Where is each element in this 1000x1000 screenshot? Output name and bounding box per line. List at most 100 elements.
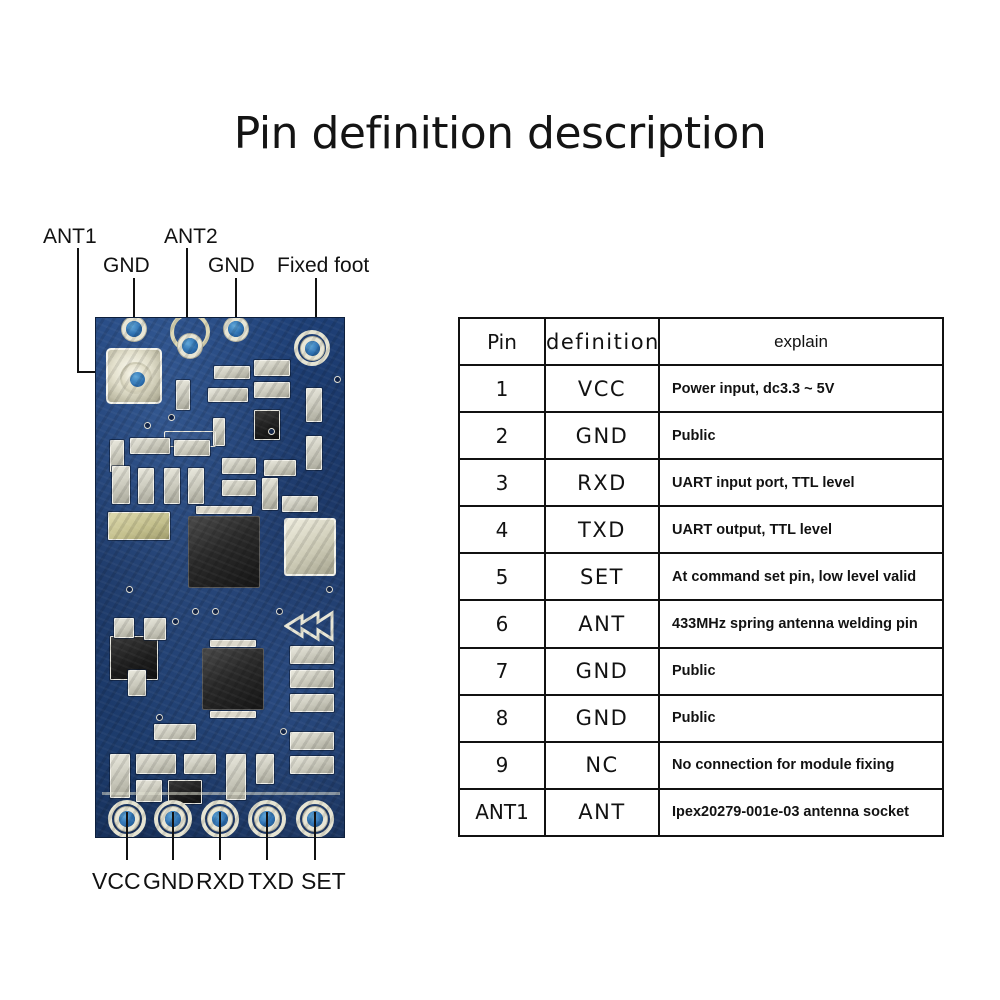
leader-vcc [126, 812, 128, 860]
cell-explain: UART input port, TTL level [658, 458, 944, 508]
component-r5 [254, 382, 290, 398]
callout-vcc-label: VCC [92, 868, 141, 894]
cell-definition: GND [544, 646, 660, 696]
component-r30 [110, 754, 130, 798]
via-9 [156, 714, 163, 721]
callout-txd-label: TXD [248, 868, 294, 894]
component-r4 [254, 360, 290, 376]
callout-ant1-label: ANT1 [43, 225, 97, 248]
callout-ant2-label: ANT2 [164, 225, 218, 248]
component-r7 [213, 418, 225, 446]
component-r28 [290, 756, 334, 774]
component-r19 [188, 468, 204, 504]
component-r31 [136, 754, 176, 774]
ipex-socket-inner [120, 362, 152, 394]
header-pin: Pin [458, 317, 546, 366]
table-header: Pin definition explain [458, 317, 944, 366]
rf-chip-leads-bottom [210, 711, 256, 718]
pad-gnd-top-2 [228, 321, 244, 337]
component-r25 [290, 670, 334, 688]
mcu-leads-top [196, 506, 252, 514]
component-r13 [222, 480, 256, 496]
header-explain: explain [658, 317, 944, 366]
cell-pin: 1 [458, 363, 546, 414]
rf-chip [202, 648, 264, 710]
cell-explain: At command set pin, low level valid [658, 552, 944, 602]
component-r27 [290, 732, 334, 750]
component-r2 [176, 380, 190, 410]
component-r29 [154, 724, 196, 740]
page-title: Pin definition description [233, 108, 767, 159]
callout-fixed-foot-label: Fixed foot [277, 254, 370, 277]
cell-definition: VCC [544, 363, 660, 414]
leader-set [314, 812, 316, 860]
mcu-chip [188, 516, 260, 588]
pad-fixed-foot [305, 341, 320, 356]
cell-explain: Public [658, 646, 944, 696]
via-2 [144, 422, 151, 429]
leader-txd [266, 812, 268, 860]
component-r21 [114, 618, 134, 638]
cell-pin: 2 [458, 411, 546, 461]
rf-chip-leads-top [210, 640, 256, 647]
cell-explain: Power input, dc3.3 ~ 5V [658, 363, 944, 414]
via-5 [192, 608, 199, 615]
component-r35 [256, 754, 274, 784]
callout-gnd-bottom-label: GND [143, 868, 195, 894]
cell-definition: NC [544, 740, 660, 790]
crystal-oscillator [284, 518, 336, 576]
via-7 [172, 618, 179, 625]
component-r34 [226, 754, 246, 800]
cell-pin: ANT1 [458, 787, 546, 838]
cell-definition: SET [544, 552, 660, 602]
component-r11 [174, 440, 210, 456]
ring-fixed-foot [294, 330, 330, 366]
component-r32 [184, 754, 216, 774]
ipex-center-pin [130, 372, 145, 387]
component-r18 [164, 468, 180, 504]
component-r3 [208, 388, 248, 402]
leader-gnd-top-2 [235, 278, 237, 323]
via-3 [268, 428, 275, 435]
cell-pin: 3 [458, 458, 546, 508]
component-r16 [112, 466, 130, 504]
cell-explain: No connection for module fixing [658, 740, 944, 790]
cell-explain: Ipex20279-001e-03 antenna socket [658, 787, 944, 838]
cell-definition: GND [544, 693, 660, 743]
leader-ant2 [186, 248, 188, 346]
component-r10 [130, 438, 170, 454]
via-1 [168, 414, 175, 421]
component-r1 [214, 366, 250, 379]
cell-explain: UART output, TTL level [658, 505, 944, 555]
cell-pin: 6 [458, 599, 546, 649]
callout-set-label: SET [301, 868, 346, 894]
via-11 [126, 586, 133, 593]
pcb-module-image [95, 317, 345, 838]
component-r12 [222, 458, 256, 474]
component-r36 [136, 780, 162, 802]
component-r6 [306, 388, 322, 422]
cell-pin: 4 [458, 505, 546, 555]
component-cap-tan [108, 512, 170, 540]
leader-gnd-top-1 [133, 278, 135, 323]
cell-pin: 8 [458, 693, 546, 743]
via-12 [326, 586, 333, 593]
component-ic-small [254, 410, 280, 440]
cell-pin: 7 [458, 646, 546, 696]
cell-definition: ANT [544, 787, 660, 838]
pad-ant2 [182, 338, 198, 354]
arrow-logo-icon [284, 610, 334, 642]
component-r20 [262, 478, 278, 510]
